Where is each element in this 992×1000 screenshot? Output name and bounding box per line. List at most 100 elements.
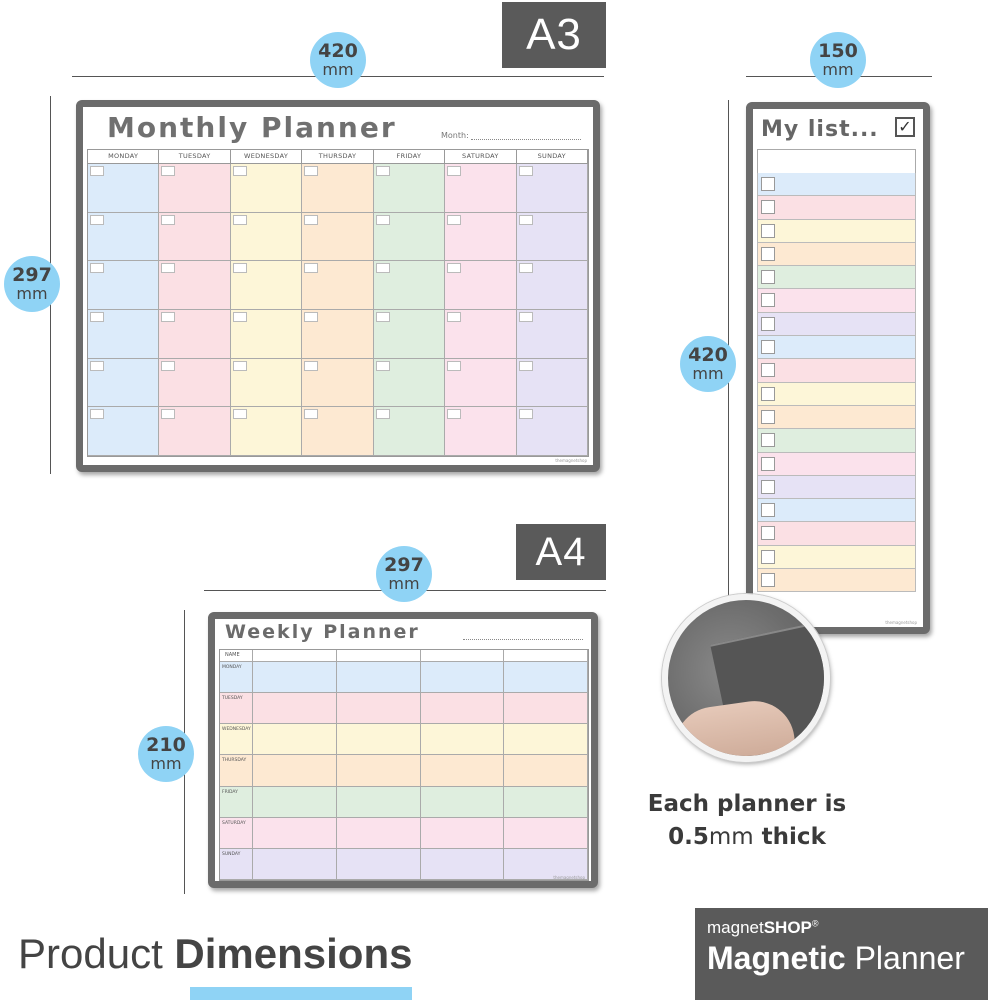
list-height-badge: 420 mm xyxy=(680,336,736,392)
date-box xyxy=(232,263,247,274)
list-height-unit: mm xyxy=(692,364,724,383)
brand-shop-bold: SHOP xyxy=(763,918,812,937)
monthly-day-cell xyxy=(159,407,231,456)
monthly-day-cell xyxy=(88,407,160,456)
date-box xyxy=(447,214,462,225)
date-box xyxy=(90,166,104,176)
monthly-day-cell xyxy=(445,358,517,408)
checkbox-icon xyxy=(761,526,775,541)
weekly-day-label: SUNDAY xyxy=(220,848,253,880)
weekly-column-header xyxy=(420,650,505,662)
weekly-day-label: SATURDAY xyxy=(220,817,253,849)
checkbox-icon xyxy=(761,433,775,448)
date-box xyxy=(161,409,176,420)
weekly-cell xyxy=(253,817,337,849)
monthly-day-cell xyxy=(302,212,374,262)
date-box xyxy=(375,263,390,274)
checkbox-icon xyxy=(761,316,775,331)
date-box xyxy=(304,409,319,420)
checkbox-icon xyxy=(761,270,775,285)
checkbox-icon xyxy=(761,456,775,471)
date-box xyxy=(518,409,533,420)
a3-size-tag: A3 xyxy=(502,2,606,68)
month-label: Month: xyxy=(441,131,469,140)
checkbox-icon xyxy=(761,573,775,588)
list-item xyxy=(757,336,916,360)
weekly-cell xyxy=(253,662,337,694)
date-box xyxy=(304,360,319,371)
weekly-cell xyxy=(420,786,505,818)
thickness-line-1: Each planner is xyxy=(647,791,847,817)
monthly-day-cell xyxy=(230,164,303,213)
checkbox-icon xyxy=(761,409,775,424)
monthly-day-cell xyxy=(159,358,231,408)
date-box xyxy=(375,312,390,322)
weekly-brand-mark: themagnetshop xyxy=(553,875,585,880)
brand-logo-text: magnetSHOP® xyxy=(707,918,988,938)
date-box xyxy=(375,360,390,371)
checkbox-icon xyxy=(761,340,775,355)
list-item xyxy=(757,429,916,453)
monthly-day-cell xyxy=(373,407,446,456)
weekly-cell xyxy=(336,662,421,694)
heading-accent-bar xyxy=(190,987,412,1000)
monthly-day-header: TUESDAY xyxy=(159,150,231,164)
date-box xyxy=(90,409,104,420)
list-item xyxy=(757,219,916,243)
monthly-day-cell xyxy=(302,358,374,408)
weekly-day-label: TUESDAY xyxy=(220,693,253,725)
heading-light: Product xyxy=(18,930,175,977)
monthly-day-cell xyxy=(230,310,303,359)
weekly-cell xyxy=(420,662,505,694)
date-box xyxy=(447,312,462,322)
monthly-day-cell xyxy=(445,407,517,456)
monthly-day-cell xyxy=(302,407,374,456)
date-box xyxy=(375,409,390,420)
weekly-cell xyxy=(504,786,588,818)
list-item xyxy=(757,266,916,290)
list-item xyxy=(757,452,916,476)
date-box xyxy=(447,409,462,420)
monthly-day-cell xyxy=(516,261,588,310)
list-item xyxy=(757,196,916,220)
monthly-brand-mark: themagnetshop xyxy=(555,458,587,463)
weekly-cell xyxy=(504,848,588,880)
monthly-day-cell xyxy=(445,261,517,310)
thickness-rest: thick xyxy=(753,824,826,850)
weekly-cell xyxy=(420,724,505,756)
list-brand-mark: themagnetshop xyxy=(885,620,917,625)
date-box xyxy=(90,263,104,274)
weekly-cell xyxy=(336,786,421,818)
date-box xyxy=(304,166,319,176)
checkbox-icon xyxy=(761,200,775,215)
date-box xyxy=(232,312,247,322)
brand-product-name: Magnetic Planner xyxy=(707,940,988,977)
checkbox-icon xyxy=(761,293,775,308)
date-box xyxy=(161,360,176,371)
date-box xyxy=(90,312,104,322)
weekly-cell xyxy=(420,848,505,880)
weekly-column-header xyxy=(504,650,588,662)
checkbox-icon xyxy=(761,503,775,518)
monthly-day-cell xyxy=(88,164,160,213)
date-box xyxy=(161,166,176,176)
monthly-day-cell xyxy=(516,358,588,408)
list-width-unit: mm xyxy=(822,60,854,79)
a4-height-unit: mm xyxy=(150,754,182,773)
my-list-title: My list... xyxy=(761,117,879,142)
list-header-space xyxy=(757,149,916,173)
list-item xyxy=(757,382,916,406)
weekly-cell xyxy=(253,724,337,756)
monthly-day-cell xyxy=(373,358,446,408)
checkmark-icon: ✓ xyxy=(895,117,915,137)
weekly-planner-title: Weekly Planner xyxy=(225,621,420,643)
weekly-cell xyxy=(336,693,421,725)
monthly-day-cell xyxy=(302,261,374,310)
weekly-cell xyxy=(504,724,588,756)
weekly-cell xyxy=(253,693,337,725)
a3-height-value: 297 xyxy=(12,264,52,286)
weekly-day-label: FRIDAY xyxy=(220,786,253,818)
a3-width-badge: 420 mm xyxy=(310,32,366,88)
a3-height-badge: 297 mm xyxy=(4,256,60,312)
